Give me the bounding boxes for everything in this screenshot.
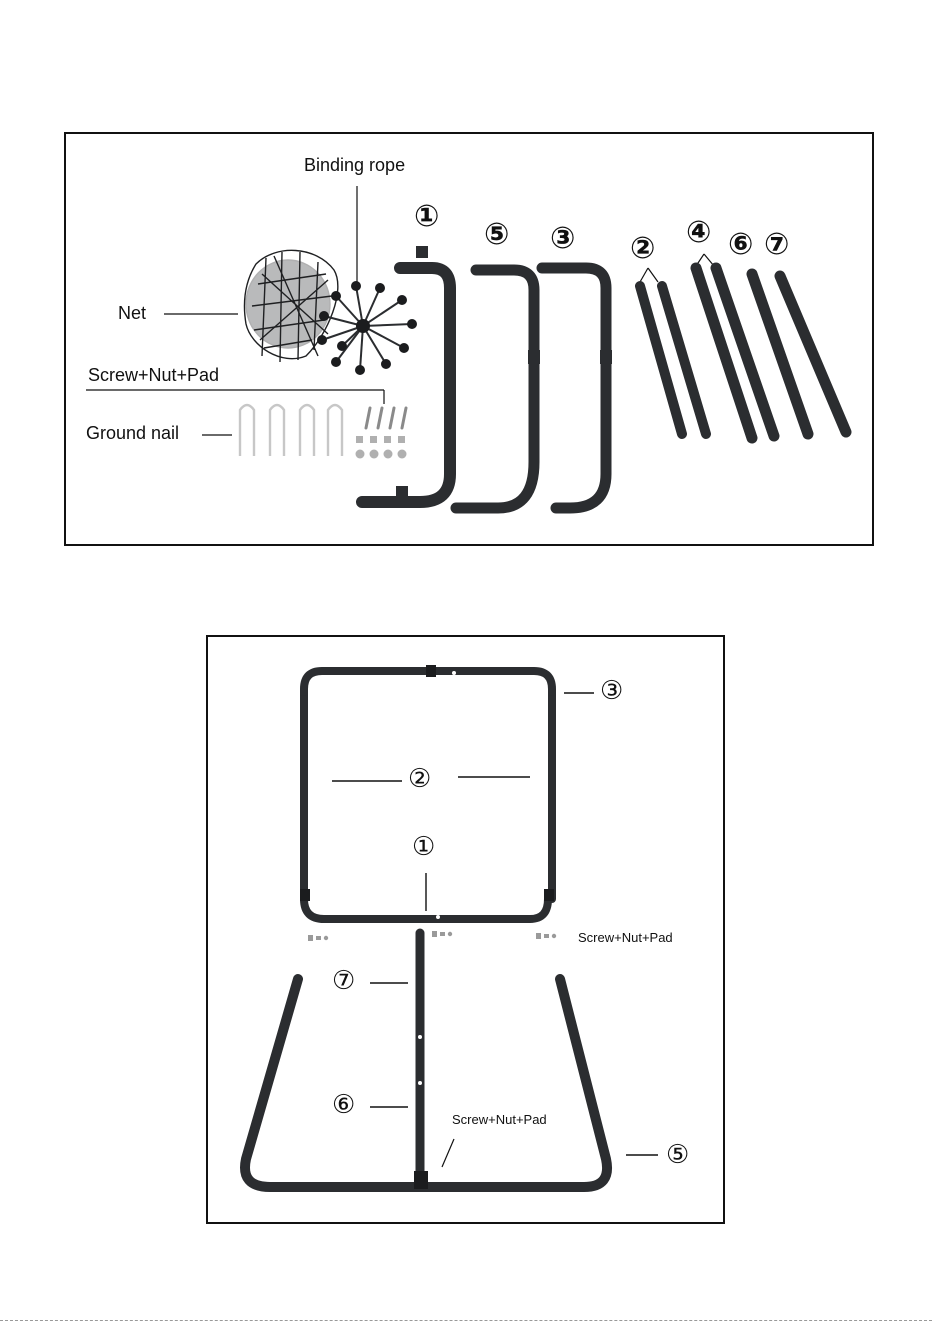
part-7-tube xyxy=(780,276,846,432)
part2-leader-b xyxy=(648,268,658,282)
assembly-part-number-6: ⑥ xyxy=(332,1091,355,1117)
assembly-part-number-7: ⑦ xyxy=(332,967,355,993)
part-number-3: ③ xyxy=(550,224,575,254)
upper-right-bracket xyxy=(544,889,554,901)
part-5-tube xyxy=(456,270,534,508)
part-2-tube-a xyxy=(640,286,682,434)
part-number-4: ④ xyxy=(686,218,711,248)
page-bottom-edge xyxy=(0,1320,932,1321)
part-5-connector xyxy=(528,350,540,364)
assembly-part-number-1: ① xyxy=(412,833,435,859)
upper-top-connector xyxy=(426,665,436,677)
assembly-part-number-3: ③ xyxy=(600,677,623,703)
parts-diagram-panel: Binding rope Net Screw+Nut+Pad Ground na… xyxy=(64,132,874,546)
part-3-connector xyxy=(600,350,612,364)
net-bundle xyxy=(244,250,337,362)
parts-illustration xyxy=(66,134,874,546)
part-1-bracket-top xyxy=(416,246,428,258)
part-number-2: ② xyxy=(630,234,655,264)
part-number-1: ① xyxy=(414,202,439,232)
part2-leader-a xyxy=(640,268,648,282)
screw-set-left xyxy=(308,935,328,941)
upper-bottom-hole xyxy=(436,915,440,919)
assembly-diagram-panel: ③ ② ① ⑦ ⑥ ⑤ Screw+Nut+Pad Screw+Nut+Pad xyxy=(206,635,725,1224)
screw-set-center xyxy=(432,931,452,937)
screw-nut-pad-label-right: Screw+Nut+Pad xyxy=(578,931,673,944)
part-number-6: ⑥ xyxy=(728,230,753,260)
center-post-hole-lower xyxy=(418,1081,422,1085)
screw-set-right xyxy=(536,933,556,939)
screw-nut-pad-label-bottom: Screw+Nut+Pad xyxy=(452,1113,547,1126)
upper-top-hole xyxy=(452,671,456,675)
ground-nail-label: Ground nail xyxy=(86,424,179,442)
net-label: Net xyxy=(118,304,146,322)
assembly-part-number-5: ⑤ xyxy=(666,1141,689,1167)
part-1-tube xyxy=(362,268,450,502)
screw-nut-pad-hardware xyxy=(356,408,407,459)
center-post-hole-upper xyxy=(418,1035,422,1039)
part-1-bracket-bottom xyxy=(396,486,408,500)
upper-left-bracket xyxy=(300,889,310,901)
part-3-tube xyxy=(542,268,606,508)
screw-nut-pad-label: Screw+Nut+Pad xyxy=(88,366,219,384)
binding-rope-bundle xyxy=(317,281,417,375)
part-number-7: ⑦ xyxy=(764,230,789,260)
ground-nails xyxy=(240,405,342,456)
part-2-tube-b xyxy=(662,286,706,434)
lower-frame-u-tube xyxy=(245,979,607,1187)
binding-rope-label: Binding rope xyxy=(304,156,405,174)
center-post-base-bracket xyxy=(414,1171,428,1189)
assembly-part-number-2: ② xyxy=(408,765,431,791)
screw-bottom-leader xyxy=(442,1139,454,1167)
part-number-5: ⑤ xyxy=(484,220,509,250)
